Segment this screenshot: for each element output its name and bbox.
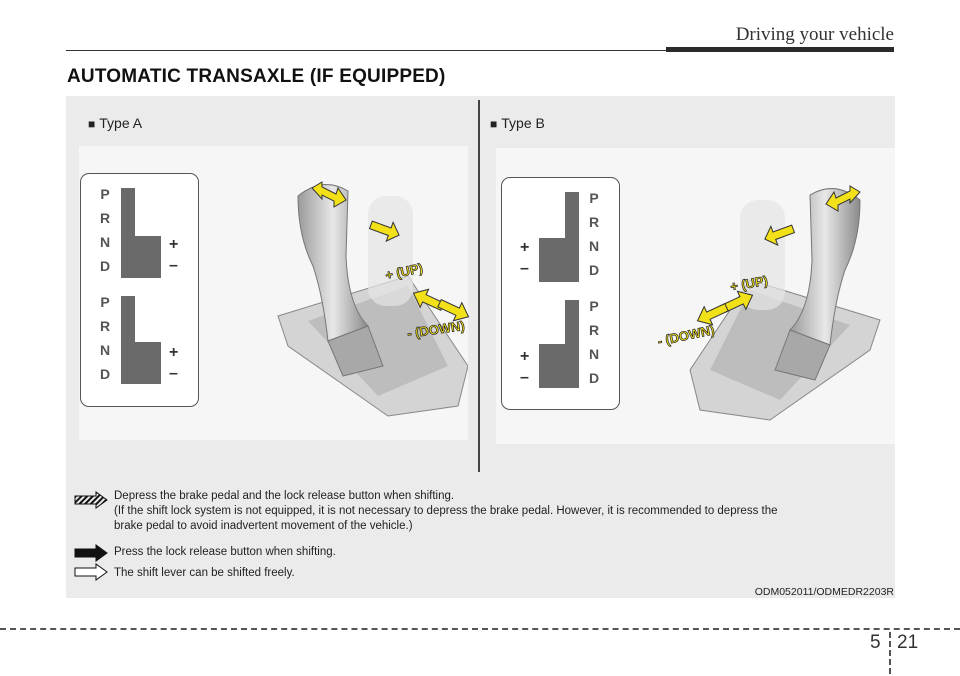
type-a-gate-diagram — [80, 173, 199, 407]
type-b-text: Type B — [501, 115, 545, 131]
gear-n: N — [588, 346, 600, 362]
footer-rule — [0, 628, 960, 630]
type-a-gear-letters-upper: P R N D — [97, 182, 113, 278]
gear-d: D — [588, 370, 600, 386]
legend-item-outline: The shift lever can be shifted freely. — [114, 566, 295, 581]
page-number: 21 — [897, 632, 919, 653]
plus-sign: + — [520, 348, 530, 365]
gear-d: D — [99, 258, 111, 274]
gear-p: P — [100, 186, 110, 202]
type-b-gear-letters-lower: P R N D — [586, 294, 602, 390]
gear-d: D — [588, 262, 600, 278]
gear-p: P — [100, 294, 110, 310]
legend-text-line: Press the lock release button when shift… — [114, 546, 336, 558]
bullet-square-icon: ■ — [490, 117, 498, 131]
gear-d: D — [99, 366, 111, 382]
type-b-shift-lever-drawing — [689, 188, 881, 421]
plus-sign: + — [169, 236, 179, 253]
gear-n: N — [99, 342, 111, 358]
solid-arrow-icon — [74, 544, 108, 562]
gate-slot — [121, 236, 161, 278]
page-number-separator — [889, 632, 891, 674]
gear-r: R — [588, 214, 600, 230]
minus-sign: – — [520, 260, 529, 277]
minus-sign: – — [169, 365, 178, 382]
type-a-manual-signs-lower: + – — [169, 342, 178, 384]
gate-slot — [121, 342, 161, 384]
minus-sign: – — [169, 257, 178, 274]
gate-slot — [539, 344, 579, 388]
legend-item-solid: Press the lock release button when shift… — [114, 545, 336, 560]
figure-divider — [478, 100, 480, 472]
type-a-manual-signs-upper: + – — [169, 234, 178, 276]
header-rule — [66, 50, 666, 51]
type-b-manual-signs-lower: + – — [520, 346, 529, 388]
bullet-square-icon: ■ — [88, 117, 96, 131]
type-b-gate-diagram — [501, 177, 620, 410]
plus-sign: + — [520, 239, 530, 256]
header-rule-thick — [666, 47, 894, 52]
gear-n: N — [99, 234, 111, 250]
page-heading: AUTOMATIC TRANSAXLE (IF EQUIPPED) — [67, 66, 446, 87]
section-title: Driving your vehicle — [735, 24, 894, 45]
legend-text-line: Depress the brake pedal and the lock rel… — [114, 490, 455, 502]
type-a-arrow-park — [311, 181, 347, 208]
type-b-manual-signs-upper: + – — [520, 237, 529, 279]
plus-sign: + — [169, 344, 179, 361]
chapter-number: 5 — [870, 632, 881, 653]
legend-text-line: (If the shift lock system is not equippe… — [114, 505, 778, 517]
type-b-gear-letters-upper: P R N D — [586, 186, 602, 282]
type-b-arrow-down — [696, 302, 729, 326]
gear-r: R — [99, 318, 111, 334]
type-a-gear-letters-lower: P R N D — [97, 290, 113, 386]
gear-n: N — [588, 238, 600, 254]
gear-r: R — [588, 322, 600, 338]
minus-sign: – — [520, 369, 529, 386]
legend-text-line: The shift lever can be shifted freely. — [114, 567, 295, 579]
type-a-text: Type A — [99, 115, 143, 131]
type-b-label: ■Type B — [490, 115, 545, 131]
gate-slot — [539, 238, 579, 282]
type-a-label: ■Type A — [88, 115, 142, 131]
hatched-arrow-icon — [74, 491, 108, 509]
legend-item-hatched: Depress the brake pedal and the lock rel… — [114, 489, 778, 534]
legend-text-line: brake pedal to avoid inadvertent movemen… — [114, 520, 413, 532]
type-a-shift-lever-drawing — [277, 184, 468, 417]
type-a-arrow-drive — [368, 220, 400, 242]
gear-p: P — [589, 190, 599, 206]
type-a-arrow-up — [412, 288, 445, 312]
outline-arrow-icon — [74, 563, 108, 581]
gear-p: P — [589, 298, 599, 314]
type-b-arrow-park — [825, 185, 861, 212]
type-a-arrow-down — [437, 298, 470, 322]
type-b-arrow-drive — [764, 224, 796, 246]
figure-code: ODM052011/ODMEDR2203R — [754, 586, 894, 598]
gear-r: R — [99, 210, 111, 226]
